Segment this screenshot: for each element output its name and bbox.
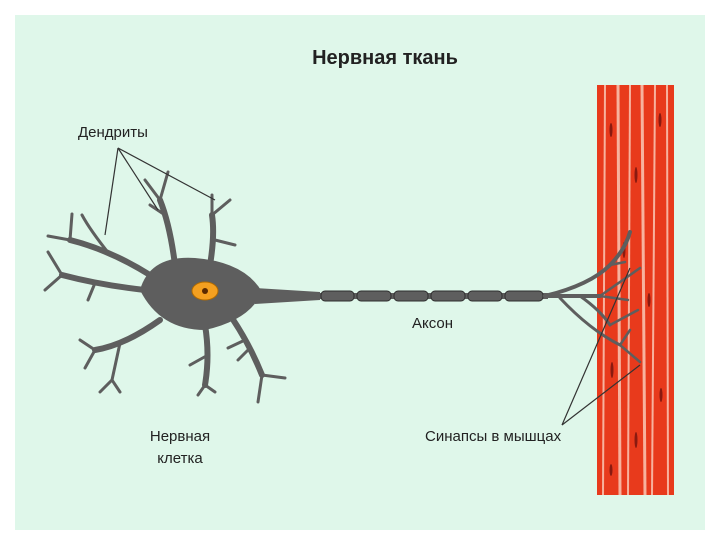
axon-terminals: [543, 230, 642, 364]
muscle-fibers: [597, 84, 674, 496]
dendrites-pointer: [117, 147, 159, 211]
cell-label-line2: клетка: [157, 450, 203, 467]
nucleolus: [202, 288, 208, 294]
muscle-stripe: [666, 84, 669, 496]
axon-label: Аксон: [412, 315, 453, 332]
dendrites-label: Дендриты: [78, 124, 148, 141]
synapses-pointer: [561, 364, 641, 426]
cell-label-line1: Нервная: [150, 428, 210, 445]
dendrites: [43, 170, 287, 404]
muscle-stripe: [602, 84, 606, 496]
diagram-title: Нервная ткань: [312, 47, 458, 69]
dendrites-pointer: [117, 147, 216, 201]
synapses-label: Синапсы в мышцах: [425, 428, 562, 445]
synapses-pointer: [561, 267, 631, 426]
muscle-stripe: [616, 84, 622, 496]
axon-hillock: [255, 288, 320, 304]
neuron: [43, 170, 642, 404]
diagram-panel: [15, 15, 705, 530]
muscle-stripe: [651, 84, 656, 496]
muscle-stripe: [627, 84, 631, 496]
pointer-lines: [104, 147, 641, 426]
myelin-sheath: [320, 290, 544, 302]
dendrites-pointer: [104, 147, 119, 236]
muscle-stripe: [640, 84, 647, 496]
